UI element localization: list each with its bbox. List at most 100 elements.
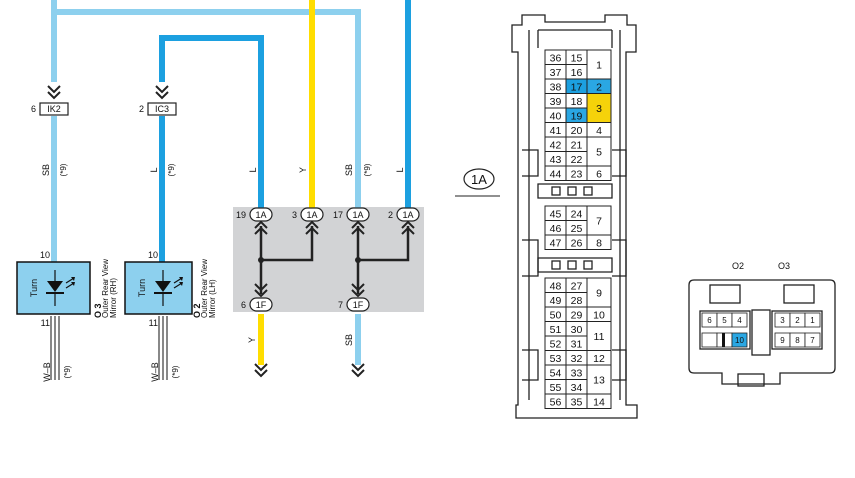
pin-number: 30 bbox=[571, 324, 583, 336]
pin-number: 1 bbox=[810, 316, 815, 325]
led-icon bbox=[155, 281, 171, 292]
pin-number: 24 bbox=[571, 208, 583, 220]
pin-cell-mid-7 bbox=[586, 205, 612, 236]
pin-number: 2 bbox=[795, 316, 800, 325]
svg-text:3: 3 bbox=[292, 210, 297, 220]
svg-text:SB: SB bbox=[41, 164, 51, 176]
pin-number: 46 bbox=[550, 223, 562, 235]
pin-number: 7 bbox=[810, 336, 815, 345]
connector-1a-callout: 1A bbox=[455, 168, 500, 197]
pin-number: 22 bbox=[571, 154, 583, 166]
pin-number: 11 bbox=[594, 331, 605, 343]
connector-1a-19: 1A 19 bbox=[236, 207, 273, 222]
connector-1a-17: 1A 17 bbox=[333, 207, 370, 222]
pin-number: 43 bbox=[550, 154, 562, 166]
pin-number: 6 bbox=[596, 168, 602, 180]
pin-number: 4 bbox=[737, 316, 742, 325]
pin-number: 50 bbox=[550, 309, 562, 321]
svg-text:Outer Rear View: Outer Rear View bbox=[200, 259, 209, 318]
svg-text:6: 6 bbox=[31, 104, 36, 114]
pin-number: 4 bbox=[596, 125, 602, 137]
svg-text:W–B: W–B bbox=[42, 362, 52, 382]
pin-number: 53 bbox=[550, 353, 562, 365]
pin-number: 56 bbox=[550, 396, 562, 408]
pin-number: 3 bbox=[596, 103, 602, 115]
pin-number: 51 bbox=[550, 324, 562, 336]
connector-ic3: IC3 2 bbox=[139, 102, 177, 116]
pin-number: 55 bbox=[550, 382, 562, 394]
pin-number: 20 bbox=[571, 125, 583, 137]
pin-number: 5 bbox=[722, 316, 727, 325]
connector-1a-2: 1A 2 bbox=[388, 207, 420, 222]
mirror-o3: Turn 10 11 O 3 Outer Rear View Mirror (R… bbox=[16, 250, 118, 382]
svg-text:11: 11 bbox=[41, 318, 50, 328]
splice-dot-right bbox=[355, 257, 361, 263]
svg-text:Mirror (RH): Mirror (RH) bbox=[109, 278, 118, 318]
pin-number: 48 bbox=[550, 280, 562, 292]
pin-number: 14 bbox=[593, 396, 605, 408]
pin-number: 10 bbox=[735, 336, 744, 345]
wire-sb-ik2 bbox=[51, 0, 361, 264]
pin-number: 27 bbox=[571, 280, 583, 292]
pin-cell-o bbox=[731, 332, 748, 348]
ground-wire-o3 bbox=[50, 316, 60, 380]
terminal-marker bbox=[722, 333, 725, 347]
pin-number: 26 bbox=[571, 237, 583, 249]
pin-number: 45 bbox=[550, 208, 562, 220]
svg-text:19: 19 bbox=[236, 210, 246, 220]
wire-label-l-19: L bbox=[248, 167, 258, 172]
wire-label-sb-out: SB bbox=[344, 334, 354, 346]
pin-number: 15 bbox=[571, 52, 583, 64]
svg-text:10: 10 bbox=[40, 250, 50, 260]
ground-wire-o2 bbox=[158, 316, 168, 380]
wire-label-y-3: Y bbox=[298, 167, 308, 173]
svg-text:SB: SB bbox=[344, 164, 354, 176]
splice-dot-left bbox=[258, 257, 264, 263]
svg-text:1A: 1A bbox=[471, 172, 487, 187]
pin-number: 3 bbox=[780, 316, 785, 325]
pin-cell-o bbox=[804, 312, 821, 328]
pin-number: 7 bbox=[596, 216, 602, 228]
pin-number: 10 bbox=[593, 309, 605, 321]
svg-text:Outer Rear View: Outer Rear View bbox=[101, 259, 110, 318]
pin-number: 47 bbox=[550, 237, 562, 249]
led-icon bbox=[47, 281, 63, 292]
pin-number: 28 bbox=[571, 295, 583, 307]
svg-text:(*9): (*9) bbox=[59, 163, 68, 176]
pin-cell-o bbox=[804, 332, 821, 348]
pin-number: 37 bbox=[550, 67, 562, 79]
pin-number: 21 bbox=[571, 139, 583, 151]
connector-o3-label: O3 bbox=[778, 261, 790, 271]
pin-number: 40 bbox=[550, 110, 562, 122]
pin-number: 5 bbox=[596, 147, 602, 159]
svg-text:L: L bbox=[149, 167, 159, 172]
svg-text:Mirror (LH): Mirror (LH) bbox=[208, 279, 217, 318]
pin-number: 33 bbox=[571, 367, 583, 379]
svg-text:1F: 1F bbox=[353, 300, 364, 310]
connector-o-face bbox=[688, 279, 836, 387]
pin-number: 17 bbox=[571, 81, 583, 93]
connector-1f-6: 1F 6 bbox=[241, 297, 273, 312]
pin-number: 19 bbox=[571, 110, 583, 122]
pin-number: 12 bbox=[593, 353, 605, 365]
svg-text:17: 17 bbox=[333, 210, 343, 220]
svg-text:1A: 1A bbox=[306, 210, 317, 220]
wire-label-sb-ik2: SB (*9) bbox=[41, 163, 68, 176]
svg-text:1A: 1A bbox=[352, 210, 363, 220]
wire-l-ic3 bbox=[159, 35, 264, 264]
svg-text:O 3: O 3 bbox=[93, 303, 103, 318]
pin-number: 9 bbox=[780, 336, 785, 345]
pin-number: 8 bbox=[596, 237, 602, 249]
wire-label-sb-17: SB (*9) bbox=[344, 163, 372, 176]
svg-text:(*9): (*9) bbox=[171, 365, 180, 378]
svg-text:Turn: Turn bbox=[29, 279, 39, 297]
svg-text:1F: 1F bbox=[256, 300, 267, 310]
pin-number: 41 bbox=[550, 125, 562, 137]
svg-text:O 2: O 2 bbox=[192, 303, 202, 318]
pin-number: 29 bbox=[571, 309, 583, 321]
svg-text:(*9): (*9) bbox=[363, 163, 372, 176]
pin-number: 23 bbox=[571, 168, 583, 180]
connector-1a-3: 1A 3 bbox=[292, 207, 324, 222]
pin-cell-mid-8 bbox=[586, 234, 612, 250]
svg-text:6: 6 bbox=[241, 300, 246, 310]
